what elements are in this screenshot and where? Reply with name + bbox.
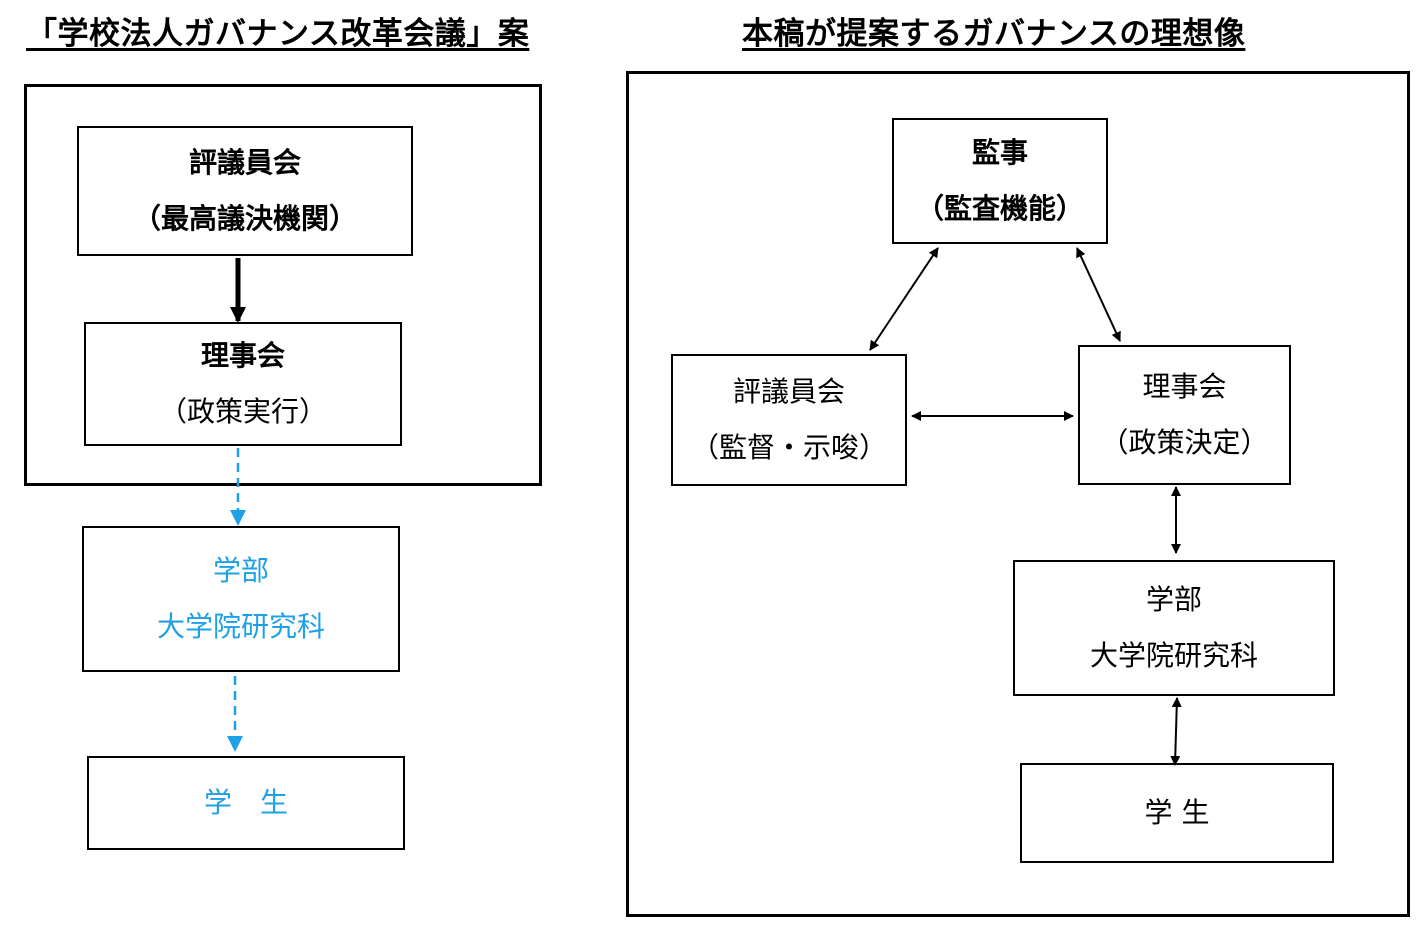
left-panel-frame: [24, 84, 542, 486]
right-board-name: 理事会: [1142, 370, 1227, 403]
right-council-role: （監督・示唆）: [690, 431, 887, 464]
left-board-box: 理事会 （政策実行）: [84, 322, 402, 446]
right-faculty-line1: 学部: [1145, 583, 1202, 616]
left-students-label: 学 生: [203, 786, 288, 819]
right-board-role: （政策決定）: [1100, 426, 1269, 459]
right-board-box: 理事会 （政策決定）: [1078, 345, 1291, 485]
right-council-name: 評議員会: [732, 375, 845, 408]
left-council-name: 評議員会: [188, 146, 301, 179]
left-board-name: 理事会: [200, 339, 285, 372]
left-board-role: （政策実行）: [158, 395, 327, 428]
right-auditor-role: （監査機能）: [915, 192, 1084, 225]
right-auditor-name: 監事: [971, 136, 1028, 169]
faculty-students-arrow: [1170, 697, 1182, 766]
right-students-label: 学 生: [1144, 796, 1210, 829]
left-council-role: （最高議決機関）: [132, 202, 357, 235]
auditor-board-arrow: [1076, 247, 1121, 342]
right-auditor-box: 監事 （監査機能）: [892, 118, 1108, 244]
left-faculty-box: 学部 大学院研究科: [82, 526, 400, 672]
right-panel-title: 本稿が提案するガバナンスの理想像: [742, 16, 1246, 52]
left-faculty-line2: 大学院研究科: [156, 610, 325, 643]
right-panel-frame: [626, 71, 1410, 917]
left-council-box: 評議員会 （最高議決機関）: [77, 126, 413, 256]
right-faculty-box: 学部 大学院研究科: [1013, 560, 1335, 696]
left-faculty-line1: 学部: [212, 554, 269, 587]
left-students-box: 学 生: [87, 756, 405, 850]
auditor-council-arrow: [869, 247, 939, 351]
left-panel-title: 「学校法人ガバナンス改革会議」案: [26, 16, 530, 52]
right-students-box: 学 生: [1020, 763, 1334, 863]
right-faculty-line2: 大学院研究科: [1089, 639, 1258, 672]
right-council-box: 評議員会 （監督・示唆）: [671, 354, 907, 486]
